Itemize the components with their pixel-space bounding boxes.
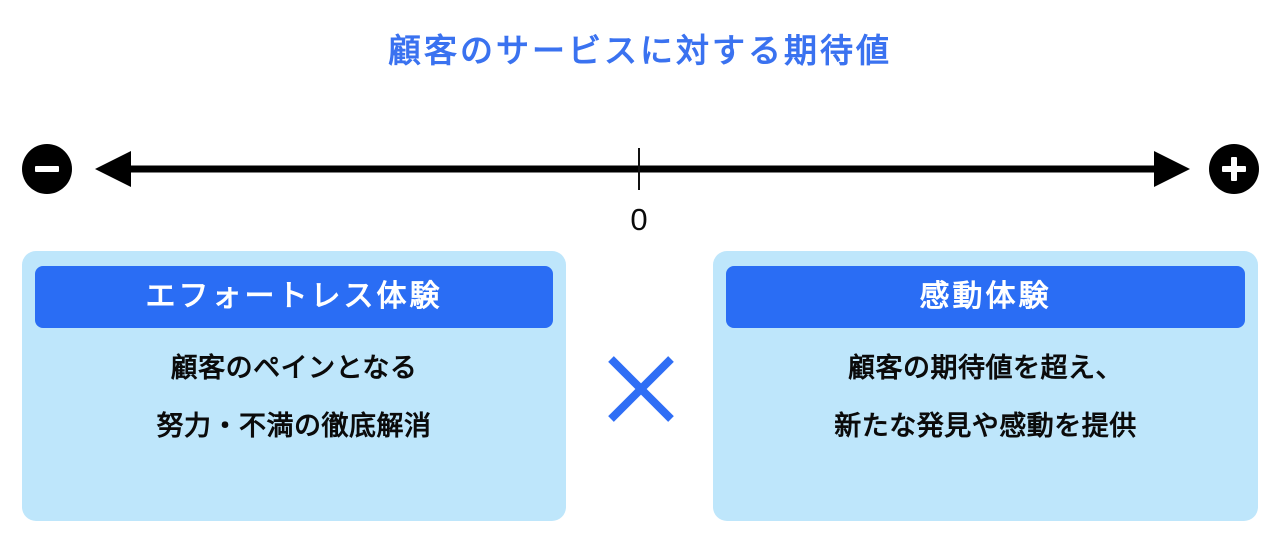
minus-circle-icon <box>22 144 72 194</box>
plus-circle-icon <box>1209 144 1259 194</box>
arrow-left-icon <box>95 151 131 187</box>
card-header-delight: 感動体験 <box>726 266 1245 328</box>
minus-bar <box>35 166 59 172</box>
card-body-line: 顧客のペインとなる <box>170 353 418 383</box>
card-effortless-experience: エフォートレス体験 顧客のペインとなる 努力・不満の徹底解消 <box>22 251 566 521</box>
plus-bar-vertical <box>1231 157 1237 181</box>
card-body-delight: 顧客の期待値を超え、 新たな発見や感動を提供 <box>713 355 1258 471</box>
cross-multiply-icon <box>608 356 674 422</box>
card-body-line: 顧客の期待値を超え、 <box>848 353 1123 383</box>
expectation-scale: 0 <box>0 100 1280 235</box>
arrow-right-icon <box>1154 151 1190 187</box>
card-body-line: 努力・不満の徹底解消 <box>156 411 432 441</box>
card-body-effortless: 顧客のペインとなる 努力・不満の徹底解消 <box>22 355 566 471</box>
card-header-label: エフォートレス体験 <box>145 280 443 313</box>
zero-tick-label: 0 <box>630 202 648 237</box>
card-header-effortless: エフォートレス体験 <box>35 266 553 328</box>
axis-line-with-arrows <box>95 148 1190 190</box>
card-delight-experience: 感動体験 顧客の期待値を超え、 新たな発見や感動を提供 <box>713 251 1258 521</box>
card-header-label: 感動体験 <box>919 280 1052 313</box>
card-body-line: 新たな発見や感動を提供 <box>834 411 1137 441</box>
page-title: 顧客のサービスに対する期待値 <box>388 32 892 69</box>
